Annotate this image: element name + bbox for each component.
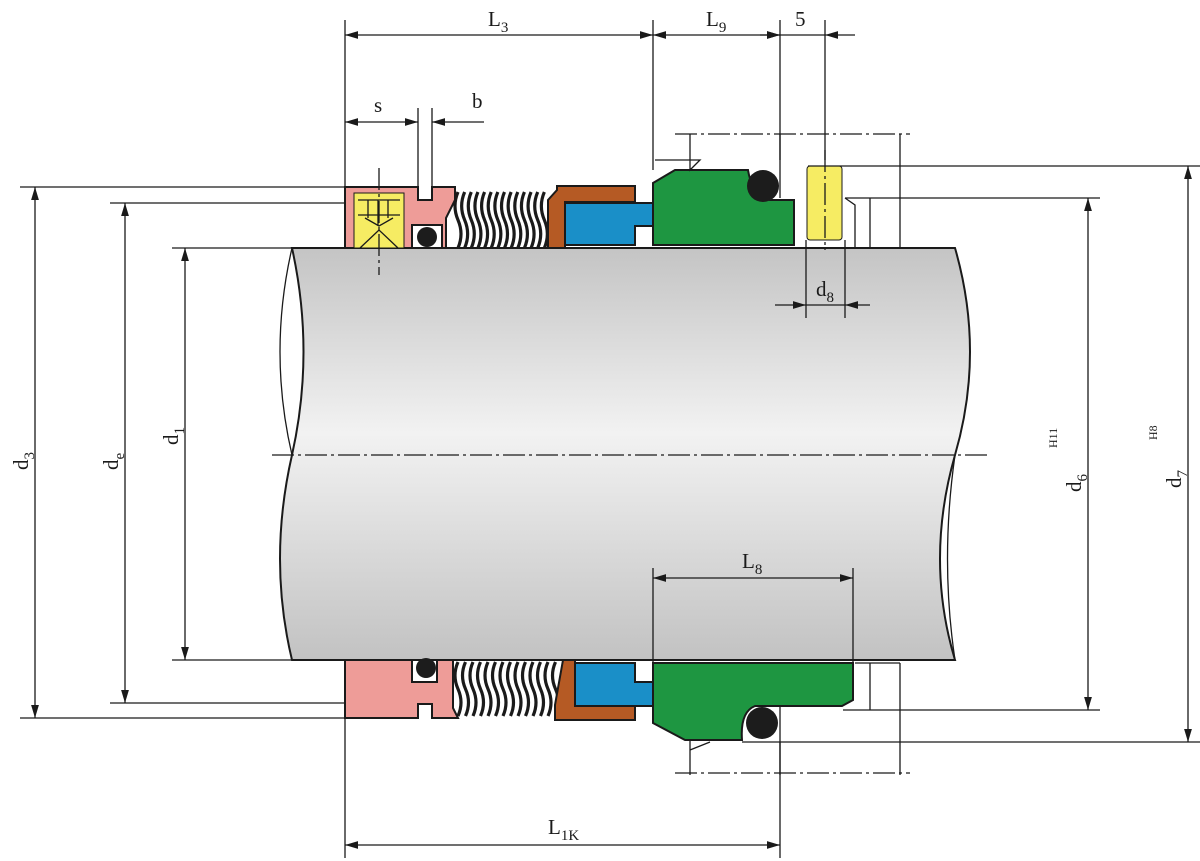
spring-coil — [483, 661, 493, 717]
rotating-seat-ring-bottom — [344, 659, 460, 719]
label-L3: L3 — [488, 7, 508, 36]
spring-coil — [453, 191, 463, 249]
small-o-ring-top — [417, 227, 437, 247]
spring-coil — [513, 661, 523, 717]
gland-outline-top — [655, 134, 1200, 249]
label-d3: d3 — [9, 452, 38, 470]
label-b: b — [472, 89, 483, 113]
spring-coil — [499, 191, 510, 249]
spring-coil — [506, 191, 516, 249]
label-L1K: L1K — [548, 815, 579, 844]
large-o-ring-top — [747, 170, 779, 202]
spring-coil — [468, 661, 478, 717]
spring-coil — [460, 661, 471, 717]
gland-outline-bottom — [689, 662, 1200, 775]
spring-coil — [493, 191, 503, 249]
spring-coil — [533, 191, 543, 249]
large-o-ring-bottom — [746, 707, 778, 739]
spring-holder-top — [547, 185, 636, 249]
spring-coil — [528, 661, 538, 717]
spring-coil — [526, 191, 536, 249]
seal-face-top — [564, 202, 654, 246]
dimension-lines — [20, 20, 1192, 858]
spring-top — [453, 191, 549, 249]
spring-coil — [519, 191, 530, 249]
small-o-ring-bottom — [416, 658, 436, 678]
seal-bottom-half — [344, 658, 1200, 775]
spring-coil — [490, 661, 501, 717]
spring-coil — [539, 191, 549, 249]
spring-coil — [466, 191, 476, 249]
spring-coil — [475, 661, 486, 717]
seal-top-half — [344, 133, 1200, 275]
label-d6: d6H11 — [1046, 428, 1091, 492]
spring-coil — [543, 661, 553, 717]
label-d8: d8 — [816, 277, 834, 306]
label-s: s — [374, 93, 382, 117]
dimension-labels: L3 L9 5 s b d8 L8 L1K d3 de d1 d6H11 d7H… — [9, 7, 1191, 844]
spring-coil — [505, 661, 516, 717]
label-d1: d1 — [159, 427, 188, 445]
stationary-seat-bottom — [652, 662, 854, 741]
label-L8: L8 — [742, 549, 762, 578]
label-d7: d7H8 — [1146, 425, 1191, 488]
seal-face-bottom — [574, 662, 654, 707]
spring-coil — [486, 191, 496, 249]
spring-coil — [498, 661, 508, 717]
label-5: 5 — [795, 7, 806, 31]
spring-coil — [460, 191, 470, 249]
label-L9: L9 — [706, 7, 726, 36]
spring-coil — [535, 661, 546, 717]
spring-coil — [473, 191, 483, 249]
spring-coil — [479, 191, 490, 249]
spring-coil — [513, 191, 523, 249]
spring-coil — [453, 661, 463, 717]
shaft-break-line — [279, 247, 956, 661]
label-de: de — [99, 453, 128, 471]
shaft — [279, 247, 971, 661]
spring-bottom — [453, 661, 561, 717]
spring-coil — [520, 661, 531, 717]
